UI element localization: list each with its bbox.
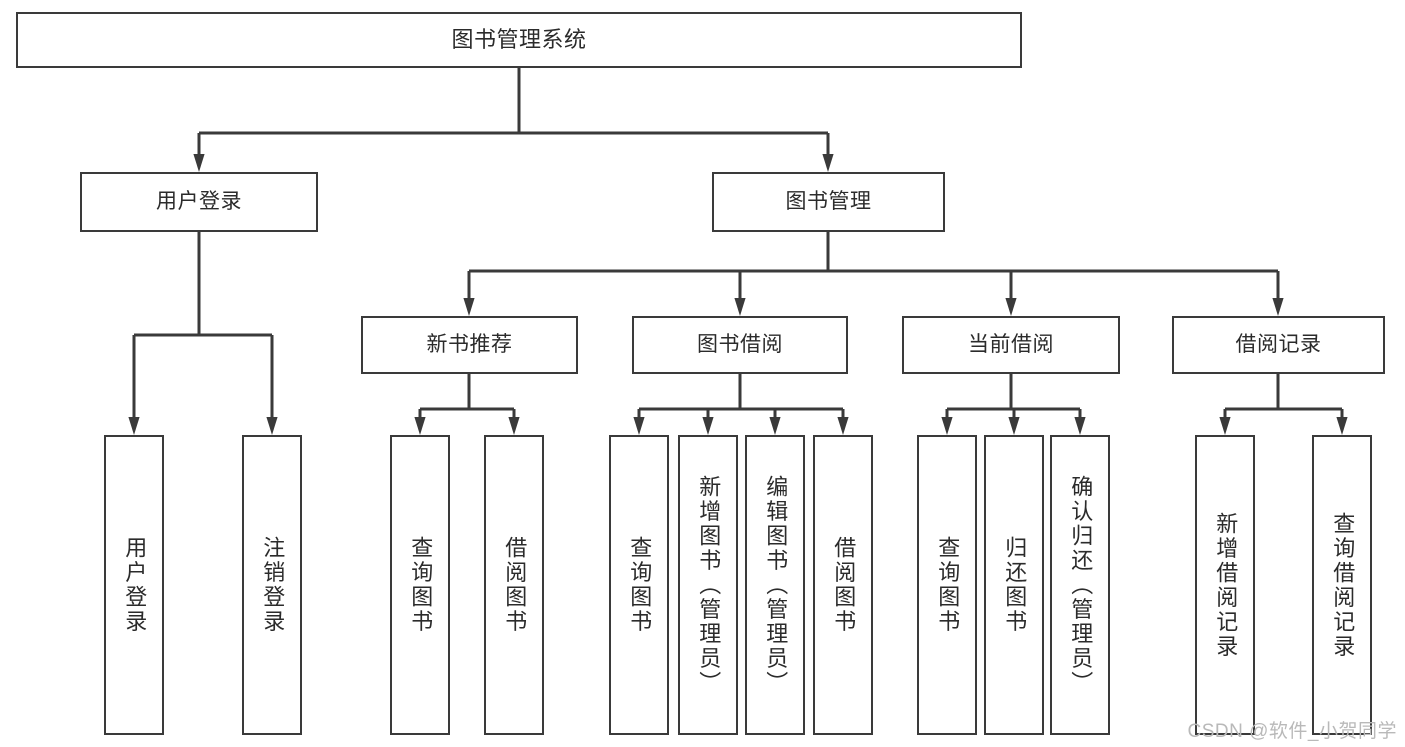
node-current-borrow[interactable]: 当前借阅 bbox=[902, 316, 1120, 374]
node-current-borrow-label: 当前借阅 bbox=[968, 332, 1054, 356]
node-book-borrow-label: 图书借阅 bbox=[697, 332, 783, 356]
leaf-query-record[interactable]: 查询借阅记录 bbox=[1312, 435, 1372, 735]
leaf-edit-book-label: 编辑图书（管理员） bbox=[763, 474, 789, 696]
leaf-borrow-book-1[interactable]: 借阅图书 bbox=[484, 435, 544, 735]
leaf-add-record[interactable]: 新增借阅记录 bbox=[1195, 435, 1255, 735]
node-user-login[interactable]: 用户登录 bbox=[80, 172, 318, 232]
leaf-borrow-book-1-label: 借阅图书 bbox=[502, 536, 528, 634]
node-root[interactable]: 图书管理系统 bbox=[16, 12, 1022, 68]
csdn-watermark: CSDN @软件_小贺同学 bbox=[1187, 721, 1397, 742]
leaf-add-book[interactable]: 新增图书（管理员） bbox=[678, 435, 738, 735]
leaf-edit-book[interactable]: 编辑图书（管理员） bbox=[745, 435, 805, 735]
leaf-query-book-3-label: 查询图书 bbox=[935, 536, 961, 634]
leaf-query-book-2[interactable]: 查询图书 bbox=[609, 435, 669, 735]
node-book-manage[interactable]: 图书管理 bbox=[712, 172, 945, 232]
leaf-query-book-2-label: 查询图书 bbox=[627, 536, 653, 634]
leaf-query-book-1-label: 查询图书 bbox=[408, 536, 434, 634]
node-book-manage-label: 图书管理 bbox=[785, 189, 872, 213]
node-borrow-record-label: 借阅记录 bbox=[1235, 332, 1322, 356]
leaf-user-logout-label: 注销登录 bbox=[260, 536, 286, 634]
node-borrow-record[interactable]: 借阅记录 bbox=[1172, 316, 1385, 374]
leaf-query-book-3[interactable]: 查询图书 bbox=[917, 435, 977, 735]
node-user-login-label: 用户登录 bbox=[156, 189, 242, 213]
leaf-borrow-book-2[interactable]: 借阅图书 bbox=[813, 435, 873, 735]
leaf-user-login[interactable]: 用户登录 bbox=[104, 435, 164, 735]
node-new-book-recommend-label: 新书推荐 bbox=[426, 332, 513, 356]
leaf-confirm-return[interactable]: 确认归还（管理员） bbox=[1050, 435, 1110, 735]
leaf-return-book[interactable]: 归还图书 bbox=[984, 435, 1044, 735]
leaf-user-login-label: 用户登录 bbox=[122, 536, 148, 634]
node-book-borrow[interactable]: 图书借阅 bbox=[632, 316, 848, 374]
leaf-add-book-label: 新增图书（管理员） bbox=[696, 474, 722, 696]
leaf-borrow-book-2-label: 借阅图书 bbox=[831, 536, 857, 634]
leaf-confirm-return-label: 确认归还（管理员） bbox=[1068, 474, 1094, 696]
node-new-book-recommend[interactable]: 新书推荐 bbox=[361, 316, 578, 374]
leaf-add-record-label: 新增借阅记录 bbox=[1213, 511, 1239, 659]
leaf-user-logout[interactable]: 注销登录 bbox=[242, 435, 302, 735]
leaf-query-record-label: 查询借阅记录 bbox=[1330, 511, 1356, 659]
leaf-query-book-1[interactable]: 查询图书 bbox=[390, 435, 450, 735]
leaf-return-book-label: 归还图书 bbox=[1002, 536, 1028, 634]
node-root-label: 图书管理系统 bbox=[451, 27, 587, 53]
